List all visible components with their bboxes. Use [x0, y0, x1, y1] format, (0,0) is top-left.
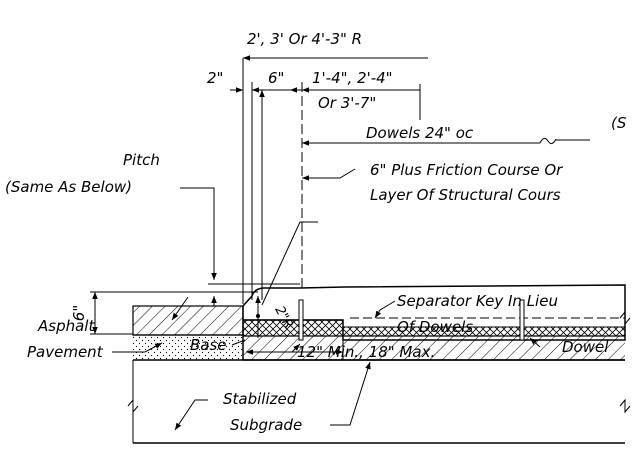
pitch-note-label: (Same As Below) [5, 178, 132, 196]
lip-label: 6" [268, 69, 284, 87]
asphalt-label-line-1: Asphalt [37, 317, 95, 335]
span-b-label: Or 3'-7" [318, 94, 376, 112]
friction-note-line-2: Layer Of Structural Cours [370, 186, 561, 204]
subgrade-label-line-2: Subgrade [230, 416, 302, 434]
subgrade-label-line-1: Stabilized [223, 390, 297, 408]
dowel-label: Dowel [562, 338, 609, 356]
gap-label: 2" [207, 69, 223, 87]
dowels-label: Dowels 24" oc [366, 124, 474, 142]
dimensions [90, 55, 590, 360]
leaders [112, 168, 541, 431]
separator-note-line-1: Separator Key In Lieu [397, 292, 558, 310]
rise-label: 6" [70, 305, 88, 321]
asphalt-label-line-2: Pavement [27, 343, 104, 361]
pitch-label: Pitch [123, 151, 160, 169]
slab-min-max-label: 12" Min., 18" Max. [297, 343, 435, 361]
subgrade-layer [127, 359, 631, 444]
separator-note-line-2: Of Dowels [397, 318, 473, 336]
span-a-label: 1'-4", 2'-4" [312, 69, 393, 87]
asphalt-layer [132, 305, 244, 336]
base-layer [133, 334, 243, 360]
width-options-label: 2', 3' Or 4'-3" R [247, 30, 362, 48]
slab-section [242, 284, 631, 361]
edge-mark-label: (S [611, 114, 627, 132]
base-label: Base [190, 336, 227, 354]
friction-note-line-1: 6" Plus Friction Course Or [370, 161, 563, 179]
